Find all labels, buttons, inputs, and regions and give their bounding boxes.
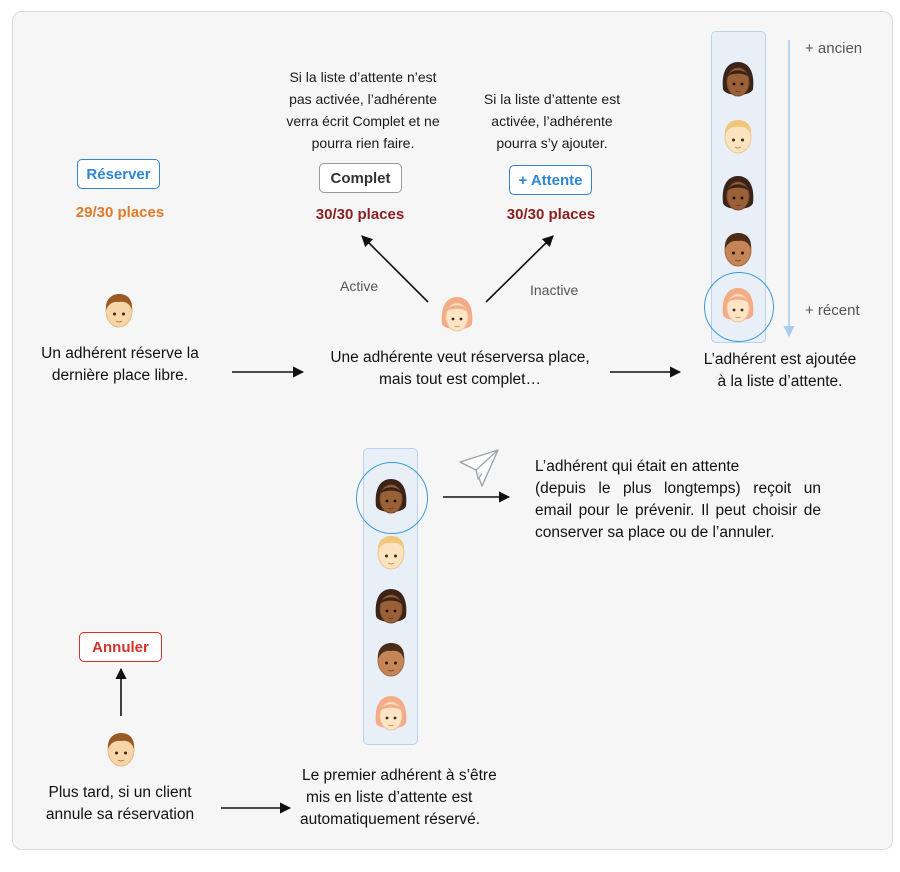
complet-button[interactable]: Complet (319, 163, 402, 193)
man-avatar-icon (99, 290, 139, 332)
complet-description-line: pas activée, l’adhérente (289, 91, 437, 107)
complet-description: Si la liste d’attente n’est pas activée,… (268, 66, 458, 154)
email-description-line: L’adhérent qui était en attente (535, 458, 740, 475)
auto-reserve-description-line: automatiquement réservé. (300, 811, 481, 828)
attente-description: Si la liste d’attente est activée, l’adh… (462, 88, 642, 154)
queue-label-recent: + récent (805, 302, 860, 319)
step3-description-line: L’adhérent est ajoutée (703, 351, 857, 368)
complet-description-line: Si la liste d’attente n’est (289, 69, 437, 85)
attente-description-line: pourra s’y ajouter. (496, 135, 608, 151)
man-avatar-icon (718, 116, 758, 158)
woman-avatar-icon (437, 294, 477, 336)
email-description-line: (depuis le plus longtemps) reçoit un (535, 480, 821, 497)
man-avatar-icon (101, 729, 141, 771)
step3-description: L’adhérent est ajoutée à la liste d’atte… (680, 349, 880, 393)
auto-reserve-description-line: mis en liste d’attente est (306, 789, 473, 806)
cancel-button[interactable]: Annuler (79, 632, 162, 662)
woman-avatar-icon (371, 693, 411, 735)
woman-avatar-icon (371, 476, 411, 518)
auto-reserve-description: Le premier adhérent à s’être mis en list… (292, 765, 522, 831)
man-avatar-icon (371, 532, 411, 574)
reserve-button[interactable]: Réserver (77, 159, 160, 189)
woman-avatar-icon (718, 285, 758, 327)
woman-avatar-icon (718, 173, 758, 215)
attente-button[interactable]: + Attente (509, 165, 592, 195)
complet-places-count: 30/30 places (315, 206, 405, 223)
complet-description-line: verra écrit Complet et ne (286, 113, 440, 129)
paper-plane-icon (459, 449, 499, 487)
email-description: L’adhérent qui était en attente (depuis … (535, 456, 821, 544)
man-avatar-icon (718, 229, 758, 271)
complet-description-line: pourra rien faire. (311, 135, 415, 151)
woman-avatar-icon (371, 586, 411, 628)
attente-places-count: 30/30 places (506, 206, 596, 223)
step3-description-line: à la liste d’attente. (717, 373, 843, 390)
cancel-step-description: Plus tard, si un client annule sa réserv… (20, 782, 220, 826)
label-active: Active (340, 278, 379, 294)
step2-description-line: Une adhérente veut réserversa place, (330, 349, 590, 366)
highlight-ring (356, 462, 428, 534)
email-description-line: email pour le prévenir. Il peut choisir … (535, 502, 821, 519)
cancel-step-description-line: Plus tard, si un client (48, 784, 192, 801)
cancel-step-description-line: annule sa réservation (45, 806, 195, 823)
auto-reserve-description-line: Le premier adhérent à s’être (302, 767, 497, 784)
email-description-line: conserver sa place ou de l’annuler. (535, 524, 775, 541)
queue-label-old: + ancien (805, 40, 863, 57)
man-avatar-icon (371, 639, 411, 681)
step2-description: Une adhérente veut réserversa place, mai… (300, 347, 620, 391)
attente-description-line: Si la liste d’attente est (483, 91, 621, 107)
highlight-ring (704, 272, 774, 342)
woman-avatar-icon (718, 59, 758, 101)
step2-description-line: mais tout est complet… (379, 371, 541, 388)
reserve-places-count: 29/30 places (75, 204, 165, 221)
attente-description-line: activée, l’adhérente (491, 113, 613, 129)
step1-description-line: Un adhérent réserve la (41, 345, 199, 362)
step1-description-line: dernière place libre. (51, 367, 189, 384)
label-inactive: Inactive (530, 282, 579, 298)
step1-description: Un adhérent réserve la dernière place li… (20, 343, 220, 387)
